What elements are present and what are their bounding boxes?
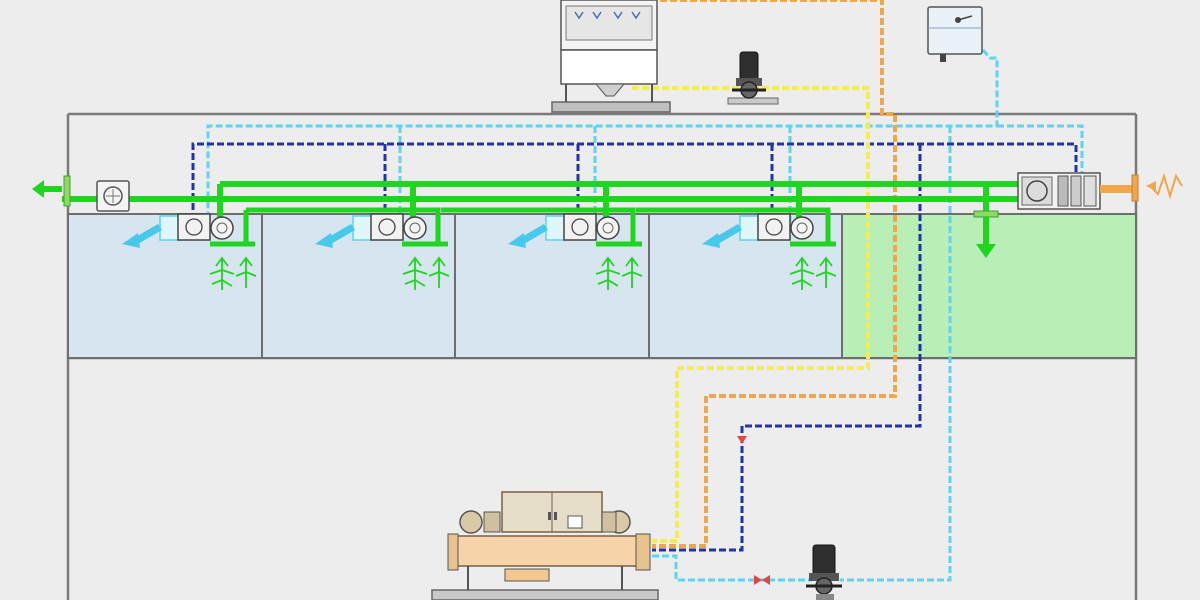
expansion-tank xyxy=(927,6,983,62)
fcu-room-1 xyxy=(122,213,234,248)
fan-coil-units xyxy=(122,213,814,248)
check-valve-icon xyxy=(737,436,747,444)
exhaust-arrow-icon xyxy=(32,175,71,207)
return-air-icon xyxy=(789,256,837,290)
return-air-icon xyxy=(402,256,450,290)
chilled-water-pump xyxy=(806,544,842,600)
supply-down-arrow-icon xyxy=(973,210,999,258)
gate-valve-icon xyxy=(754,575,770,585)
return-air-icon xyxy=(595,256,643,290)
exhaust-fan xyxy=(96,180,130,212)
cooling-return-pipe xyxy=(610,0,897,548)
return-air-arrows xyxy=(209,256,837,290)
fcu-room-2 xyxy=(315,213,427,248)
fcu-room-4 xyxy=(702,213,814,248)
water-cooled-chiller xyxy=(431,491,659,600)
return-air-icon xyxy=(209,256,257,290)
cooling-tower xyxy=(551,0,671,113)
air-duct xyxy=(62,181,1018,247)
fresh-air-intake-icon xyxy=(1100,172,1183,202)
fresh-air-unit xyxy=(1017,172,1101,210)
valves xyxy=(737,436,770,585)
cooling-water-pump xyxy=(727,51,779,105)
fcu-room-3 xyxy=(508,213,620,248)
cooling-supply-pipe xyxy=(632,86,870,543)
